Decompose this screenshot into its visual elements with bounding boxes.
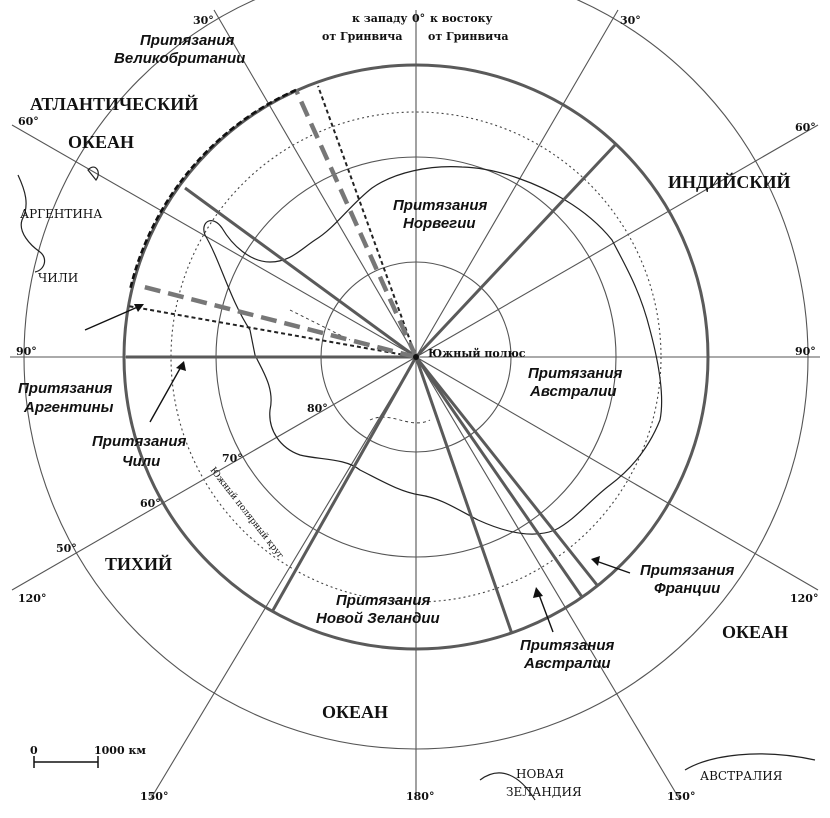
nz-claim-label-1: Притязания — [336, 592, 431, 609]
scale-bar: 0 1000 км — [30, 744, 146, 768]
argentina-claim-label-2: Аргентины — [23, 399, 114, 416]
claim-line-150w — [270, 356, 418, 613]
atlantic-ocean-label-2: ОКЕАН — [68, 132, 134, 152]
indian-ocean-label-2: ОКЕАН — [722, 622, 788, 642]
meridian-150w-label: 150° — [140, 790, 168, 803]
claim-line-53w — [184, 186, 417, 359]
arrow-chile — [149, 364, 183, 423]
meridian-120e — [415, 356, 819, 591]
country-labels: АРГЕНТИНА ЧИЛИ НОВАЯ ЗЕЛАНДИЯ АВСТРАЛИЯ — [20, 207, 783, 799]
meridian-120w-label: 120° — [18, 592, 46, 605]
scale-start-label: 0 — [30, 744, 38, 757]
zero-meridian-label: 0° — [412, 12, 425, 25]
meridian-60e — [415, 124, 819, 358]
meridian-150e — [415, 356, 681, 801]
claim-line-160e — [414, 356, 514, 635]
uk-claim-label-2: Великобритании — [114, 50, 245, 67]
south-pole-marker — [413, 354, 419, 360]
indian-ocean-label: ИНДИЙСКИЙ — [668, 171, 790, 192]
greenwich-east-sub-label: от Гринвича — [428, 30, 508, 43]
meridian-30w — [213, 9, 417, 358]
claim-line-45e — [414, 143, 617, 359]
chile-claim-label-2: Чили — [122, 453, 160, 470]
argentina-country-label: АРГЕНТИНА — [20, 207, 102, 221]
meridian-150e-label: 150° — [667, 790, 695, 803]
greenwich-west-label: к западу — [352, 12, 407, 25]
uk-claim-label-1: Притязания — [140, 32, 235, 49]
claims-outer-ring — [122, 63, 710, 651]
nz-claim-label-2: Новой Зеландии — [316, 610, 440, 627]
new-zealand-coast — [479, 772, 536, 801]
falkland-islands — [87, 166, 99, 181]
australia-south-claim-label-2: Австралии — [523, 655, 611, 672]
meridian-150w — [149, 356, 417, 801]
australia-coast — [684, 753, 816, 771]
greenwich-east-label: к востоку — [430, 12, 493, 25]
claim-line-136e — [414, 356, 599, 586]
claim-line-uk-east — [317, 85, 417, 358]
australia-south-claim-label-1: Притязания — [520, 637, 615, 654]
claim-line-142e — [414, 356, 584, 598]
new-zealand-label-1: НОВАЯ — [516, 767, 564, 781]
pointer-arrows — [84, 304, 631, 633]
norway-claim-label-2: Норвегии — [403, 215, 476, 232]
claim-labels: Притязания Великобритании Притязания Нор… — [18, 32, 735, 672]
scale-end-label: 1000 км — [94, 744, 146, 757]
greenwich-west-sub-label: от Гринвича — [322, 30, 402, 43]
argentina-claim-label-1: Притязания — [18, 380, 113, 397]
parallel-50-label: 50° — [56, 542, 77, 555]
australia-country-label: АВСТРАЛИЯ — [700, 769, 783, 783]
australia-east-claim-label-1: Притязания — [528, 365, 623, 382]
meridian-30w-label: 30° — [193, 14, 214, 27]
ocean-labels: АТЛАНТИЧЕСКИЙ ОКЕАН ИНДИЙСКИЙ ОКЕАН ТИХИ… — [30, 93, 790, 722]
meridian-30e-label: 30° — [620, 14, 641, 27]
chile-claim-label-1: Притязания — [92, 433, 187, 450]
arrow-argentina — [84, 305, 141, 331]
meridian-90w-label: 90° — [16, 345, 37, 358]
pacific-ocean-label-1: ТИХИЙ — [105, 553, 172, 574]
parallel-70-label: 70° — [222, 452, 243, 465]
arrow-france-head — [591, 556, 600, 566]
land-fragments — [17, 166, 816, 801]
meridian-labels: к западу 0° к востоку от Гринвича от Гри… — [16, 12, 818, 803]
south-pole-label: Южный полюс — [428, 347, 526, 360]
claim-line-chile-east — [293, 89, 419, 358]
norway-claim-label-1: Притязания — [393, 197, 488, 214]
meridian-60e-label: 60° — [795, 121, 816, 134]
meridian-120e-label: 120° — [790, 592, 818, 605]
pacific-ocean-label-2: ОКЕАН — [322, 702, 388, 722]
meridian-60w-label: 60° — [18, 115, 39, 128]
meridian-60w — [11, 124, 417, 358]
arrow-australia-south-head — [533, 587, 543, 598]
claim-boundaries — [122, 63, 710, 651]
arrow-australia-south — [537, 591, 554, 633]
meridian-30e — [415, 9, 619, 358]
parallel-60-label: 60° — [140, 497, 161, 510]
meridian-180-label: 180° — [406, 790, 434, 803]
parallel-80-label: 80° — [307, 402, 328, 415]
south-america-coast — [17, 174, 46, 273]
arrow-france — [595, 560, 631, 574]
arrow-chile-head — [176, 361, 186, 371]
atlantic-ocean-label-1: АТЛАНТИЧЕСКИЙ — [30, 93, 198, 114]
meridian-90e-label: 90° — [795, 345, 816, 358]
new-zealand-label-2: ЗЕЛАНДИЯ — [506, 785, 582, 799]
meridian-120w — [11, 356, 417, 591]
meridian-lines — [10, 9, 820, 801]
france-claim-label-1: Притязания — [640, 562, 735, 579]
arrow-argentina-head — [134, 304, 144, 312]
australia-east-claim-label-2: Австралии — [529, 383, 617, 400]
france-claim-label-2: Франции — [654, 580, 720, 597]
chile-country-label: ЧИЛИ — [38, 271, 78, 285]
antarctica-outline — [203, 166, 663, 535]
